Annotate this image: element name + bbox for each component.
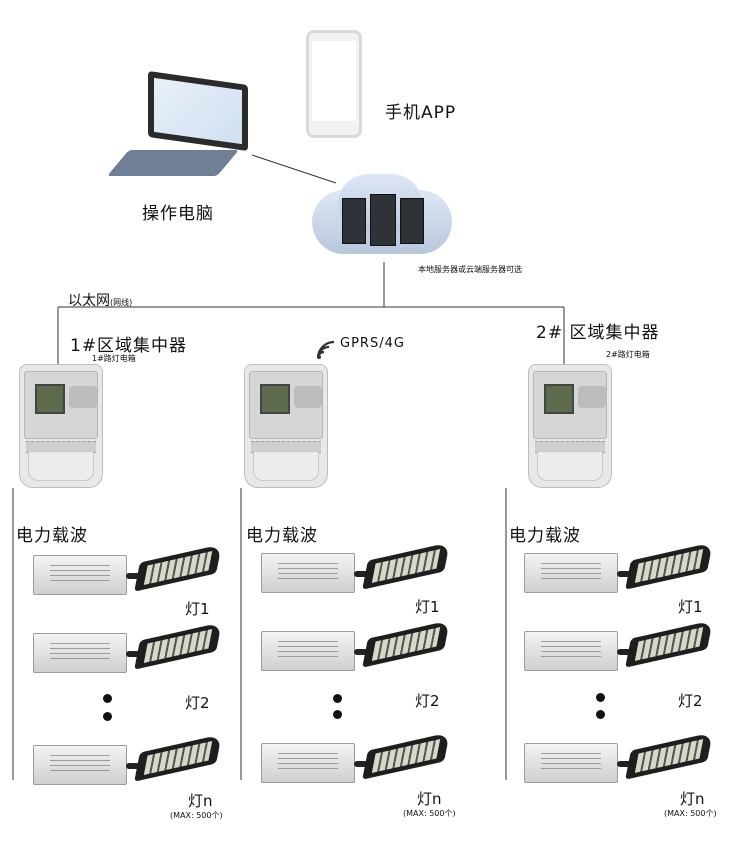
zone-mid-lamp2-label: 灯2 [415, 692, 440, 710]
concentrator-icon [528, 364, 612, 488]
smartphone-icon [306, 30, 362, 138]
laptop-icon [88, 70, 258, 188]
led-driver-icon [33, 555, 127, 595]
pc-label: 操作电脑 [142, 204, 214, 224]
zone2-box-label: 2#路灯电箱 [606, 350, 650, 359]
led-driver-icon [33, 633, 127, 673]
zone1-lampn-label: 灯n [188, 792, 213, 810]
wifi-icon [316, 340, 335, 359]
zone-mid-carrier-label: 电力载波 [246, 526, 318, 546]
server-note: 本地服务器或云端服务器可选 [418, 265, 522, 274]
zone2-carrier-label: 电力载波 [509, 526, 581, 546]
led-driver-icon [261, 743, 355, 783]
zone-mid-lamp1-label: 灯1 [415, 598, 440, 616]
zone1-max-note: (MAX: 500个) [170, 811, 223, 820]
ellipsis-dot [333, 710, 342, 719]
led-driver-icon [261, 553, 355, 593]
zone2-max-note: (MAX: 500个) [664, 809, 717, 818]
ellipsis-dot [103, 694, 112, 703]
led-driver-icon [524, 631, 618, 671]
led-driver-icon [524, 553, 618, 593]
phone-app-label: 手机APP [385, 103, 457, 123]
ellipsis-dot [596, 710, 605, 719]
ellipsis-dot [333, 694, 342, 703]
led-driver-icon [33, 745, 127, 785]
ellipsis-dot [596, 693, 605, 702]
zone1-box-label: 1#路灯电箱 [92, 354, 136, 363]
zone-mid-lampn-label: 灯n [417, 790, 442, 808]
zone2-lamp2-label: 灯2 [678, 692, 703, 710]
zone-mid-max-note: (MAX: 500个) [403, 809, 456, 818]
zone1-lamp2-label: 灯2 [185, 694, 210, 712]
zone1-carrier-label: 电力载波 [16, 526, 88, 546]
zone1-lamp1-label: 灯1 [185, 600, 210, 618]
zone2-lamp1-label: 灯1 [678, 598, 703, 616]
pc-cloud-link [251, 154, 337, 184]
led-driver-icon [524, 743, 618, 783]
zone2-title: 2# 区域集中器 [536, 323, 660, 343]
concentrator-icon [19, 364, 103, 488]
zone1-title: 1#区域集中器 [70, 336, 188, 356]
cloud-server-icon [312, 170, 452, 262]
concentrator-icon [244, 364, 328, 488]
zone2-lampn-label: 灯n [680, 790, 705, 808]
ethernet-label: 以太网(网线) [68, 293, 133, 309]
gprs-label: GPRS/4G [340, 336, 405, 351]
ellipsis-dot [103, 712, 112, 721]
led-driver-icon [261, 631, 355, 671]
